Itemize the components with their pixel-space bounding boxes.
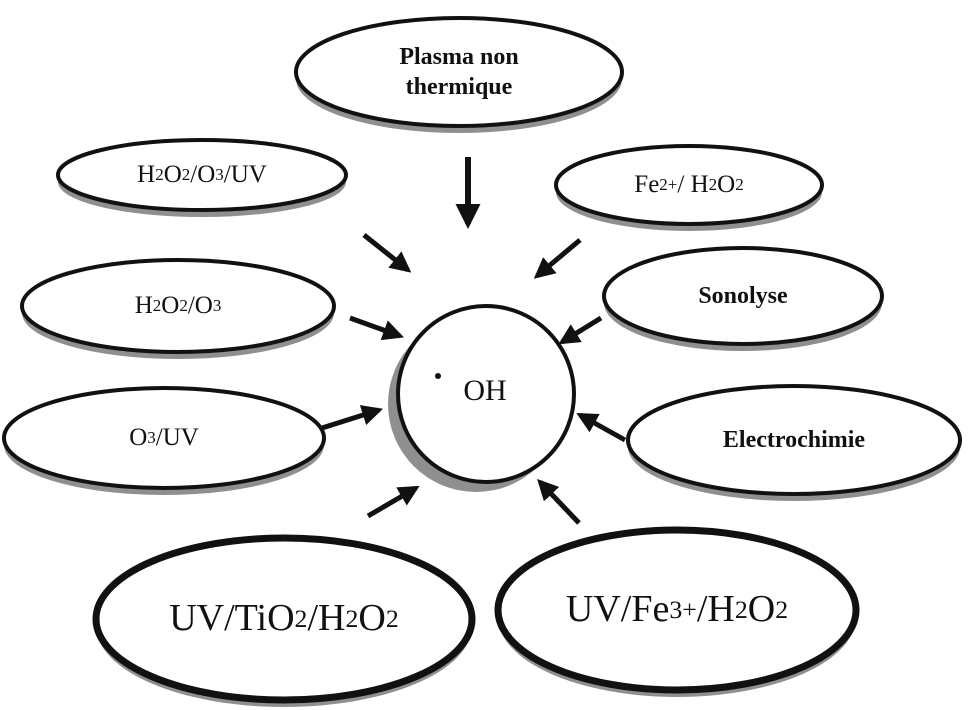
arrow-h2o2-o3-uv <box>362 233 412 273</box>
arrow-sonolyse <box>558 315 603 345</box>
ellipse-h2o2-o3-uv <box>56 138 348 212</box>
arrow-uv-tio2-h2o2 <box>366 485 420 519</box>
ellipse-sonolyse <box>602 246 884 346</box>
arrow-electrochimie <box>576 412 627 443</box>
ellipse-o3-uv <box>2 386 326 490</box>
arrow-uv-fe3-h2o2 <box>537 478 581 525</box>
ellipse-uv-fe3-h2o2 <box>494 526 860 694</box>
arrow-o3-uv <box>321 405 384 431</box>
arrow-h2o2-o3 <box>349 315 404 341</box>
ellipse-uv-tio2-h2o2 <box>92 534 476 704</box>
ellipse-fe2-h2o2 <box>554 144 824 226</box>
node-label-sonolyse: Sonolyse <box>698 283 788 309</box>
ellipse-plasma <box>294 16 624 128</box>
center-circle <box>396 304 576 484</box>
node-label-electrochimie: Electrochimie <box>722 427 866 453</box>
radical-dot <box>435 373 441 379</box>
ellipse-electrochimie <box>626 384 962 496</box>
arrow-fe2-h2o2 <box>533 238 582 279</box>
ellipse-h2o2-o3 <box>20 258 336 354</box>
center-label-oh: OH <box>463 374 507 408</box>
